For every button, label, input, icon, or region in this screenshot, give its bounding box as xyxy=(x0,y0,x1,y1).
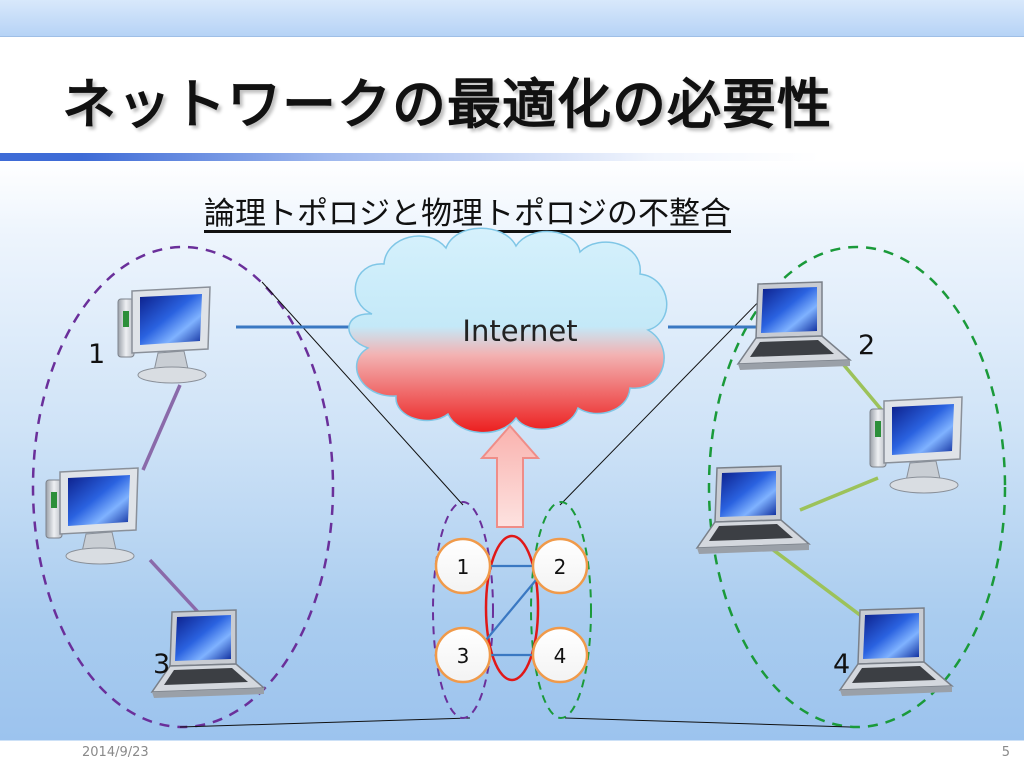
logical-node-1-label: 1 xyxy=(457,555,470,579)
logical-links xyxy=(485,564,537,657)
logical-node-3: 3 xyxy=(434,626,492,684)
right-logical-group xyxy=(530,501,592,719)
desktop-computer-icon xyxy=(45,467,139,565)
top-banner xyxy=(0,0,1024,37)
projection-lines xyxy=(179,281,851,728)
link-desktop1-desktop-mid xyxy=(141,384,182,471)
logical-node-1: 1 xyxy=(434,537,492,595)
logical-node-2: 2 xyxy=(531,537,589,595)
laptop-computer-icon xyxy=(839,607,953,697)
host-label-4: 4 xyxy=(833,649,850,680)
host-label-3: 3 xyxy=(153,649,170,680)
cloud-label: Internet xyxy=(462,314,577,348)
left-logical-group xyxy=(432,501,494,719)
footer-date: 2014/9/23 xyxy=(82,745,149,760)
link-desktop-mid-laptop3 xyxy=(148,558,200,614)
slide-title: ネットワークの最適化の必要性 xyxy=(62,73,832,136)
host-label-2: 2 xyxy=(858,330,875,361)
laptop-computer-icon xyxy=(696,465,810,555)
logical-node-3-label: 3 xyxy=(457,644,470,668)
title-underline xyxy=(0,153,820,161)
logical-node-4: 4 xyxy=(531,626,589,684)
page-number: 5 xyxy=(1001,745,1010,760)
logical-node-4-label: 4 xyxy=(554,644,567,668)
slide-subtitle: 論理トポロジと物理トポロジの不整合 xyxy=(204,196,731,232)
link-desktop-right-laptop-mid xyxy=(799,476,879,512)
host-label-1: 1 xyxy=(88,339,105,370)
up-arrow xyxy=(479,424,541,528)
logical-node-2-label: 2 xyxy=(554,555,567,579)
highlight-ring xyxy=(484,534,540,682)
desktop-computer-icon xyxy=(117,286,211,384)
desktop-computer-icon xyxy=(869,396,963,494)
internet-cloud: Internet xyxy=(348,227,668,434)
right-physical-group xyxy=(707,245,1007,729)
